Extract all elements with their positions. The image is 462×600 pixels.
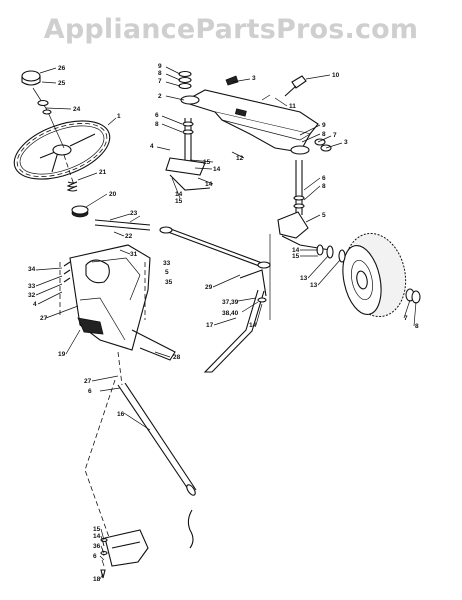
callout-31: 31 [130,251,138,258]
spring-21 [66,181,78,192]
callout-18: 18 [93,576,101,583]
steering-rod [117,351,197,549]
callout-17: 17 [206,322,214,329]
bolts-34-33 [63,261,71,283]
callout-33: 33 [28,283,36,290]
callout-15-c: 15 [175,198,183,205]
callout-8-d: 8 [322,183,326,190]
callout-8-b: 8 [155,121,159,128]
callout-37-39: 37,39 [222,299,239,306]
callout-12: 12 [236,155,244,162]
watermark: AppliancePartsPros.com [43,14,419,45]
callout-21: 21 [99,169,107,176]
callout-24: 24 [73,106,81,113]
callout-4-b: 4 [150,143,154,150]
callout-14-a: 14 [93,533,101,540]
callout-6-c: 6 [155,112,159,119]
callout-27-a: 27 [40,315,48,322]
leader-dash [84,379,116,541]
callout-8-e: 8 [415,323,419,330]
callout-8-a: 8 [158,70,162,77]
callout-14-e: 14 [292,247,300,254]
callout-15-d: 15 [292,253,300,260]
front-tire [342,232,407,318]
callout-11: 11 [289,103,296,110]
callout-32: 32 [28,292,36,299]
callout-9-b: 9 [322,122,326,129]
callout-1: 1 [117,113,121,120]
callout-5-b: 5 [322,212,326,219]
tie-rod [159,226,271,269]
left-spindle [165,118,211,191]
shaft-23 [94,219,151,231]
washers-stack [178,70,332,152]
bushing-20 [71,205,89,218]
callout-14-c: 14 [205,181,213,188]
callout-26: 26 [58,65,66,72]
drag-link [203,269,267,373]
callout-10: 10 [332,72,340,79]
callout-3-a: 3 [252,75,256,82]
callout-7-c: 7 [404,315,408,322]
callout-35-a: 35 [165,279,173,286]
callout-14-f: 14 [249,322,257,329]
callout-25: 25 [58,80,66,87]
right-spindle [277,160,331,251]
axle-pivot-bolt [261,75,307,101]
callout-27-b: 27 [84,378,92,385]
callouts: 26 25 24 1 21 20 23 22 31 34 33 32 4 27 … [28,63,419,583]
callout-2: 2 [158,93,162,100]
callout-19: 19 [58,351,66,358]
steering-shaft-upper-parts [32,87,89,218]
callout-7-a: 7 [158,78,162,85]
callout-6-b: 6 [93,553,97,560]
callout-34: 34 [28,266,36,273]
callout-29: 29 [205,284,213,291]
leader-lines [35,66,417,580]
steering-cap [21,70,41,86]
callout-13-b: 13 [310,282,318,289]
wheel-hub-parts [316,244,421,304]
callout-3-b: 3 [344,139,348,146]
callout-13-a: 13 [300,275,308,282]
callout-7-b: 7 [333,132,337,139]
callout-33-b: 33 [163,260,171,267]
callout-15-b: 15 [203,159,211,166]
callout-9-a: 9 [158,63,162,70]
callout-22: 22 [125,233,133,240]
callout-36: 36 [93,543,101,550]
callout-16: 16 [117,411,125,418]
callout-20: 20 [109,191,117,198]
callout-6-a: 6 [88,388,92,395]
steering-gear-sector [100,529,149,579]
callout-4: 4 [33,301,37,308]
callout-23: 23 [130,210,138,217]
callout-5-a: 5 [165,269,169,276]
callout-28: 28 [173,354,181,361]
front-axle [180,89,319,155]
callout-6-d: 6 [322,175,326,182]
callout-38-40: 38,40 [222,310,239,317]
callout-15-a: 15 [93,526,101,533]
callout-14-b: 14 [213,166,221,173]
steering-wheel [13,120,111,180]
steering-support-bracket [59,244,176,361]
callout-8-c: 8 [322,131,326,138]
